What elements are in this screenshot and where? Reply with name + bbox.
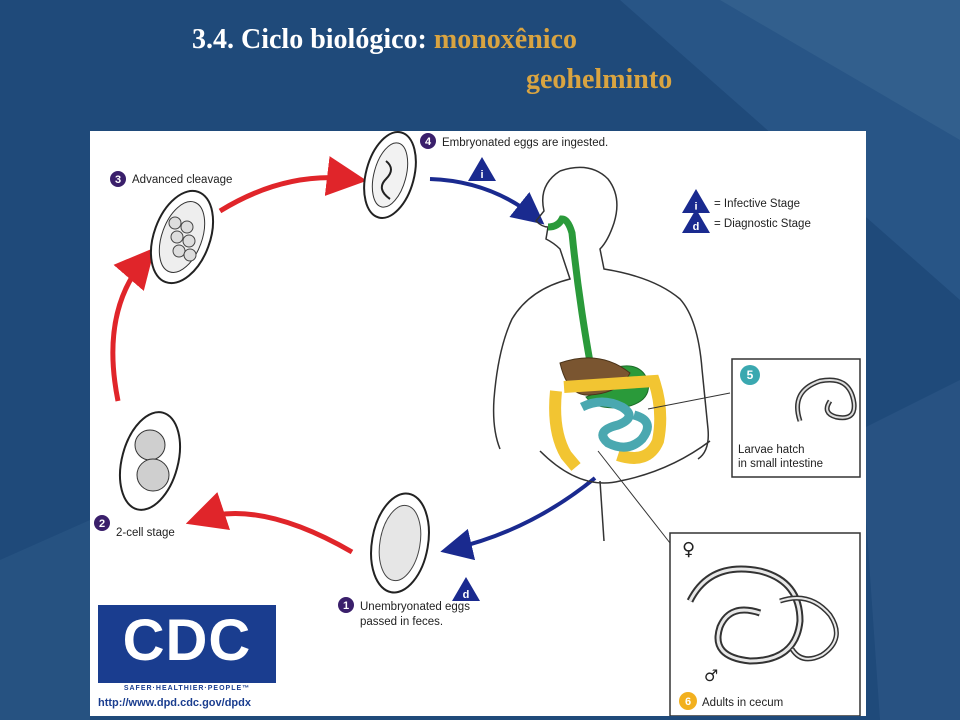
cdc-tagline: SAFER·HEALTHIER·PEOPLE™ <box>123 685 251 692</box>
svg-text:♀: ♀ <box>682 539 695 560</box>
svg-text:= Infective Stage: = Infective Stage <box>714 198 800 210</box>
title-accent-monoxenic: monoxênico <box>433 24 577 55</box>
svg-text:Unembryonated eggs: Unembryonated eggs <box>360 601 470 613</box>
svg-text:= Diagnostic Stage: = Diagnostic Stage <box>714 218 811 230</box>
arrow-1-to-2 <box>185 492 354 555</box>
arrow-host-to-1 <box>440 476 597 561</box>
title-prefix: 3.4. Ciclo biológico: <box>192 24 427 55</box>
svg-text:d: d <box>463 589 470 601</box>
svg-text:2: 2 <box>99 518 105 530</box>
svg-text:in small intestine: in small intestine <box>738 458 823 470</box>
svg-text:Adults in cecum: Adults in cecum <box>702 697 783 709</box>
stage-4-label: 4 Embryonated eggs are ingested. <box>420 133 608 149</box>
arrow-3-to-4 <box>218 156 367 214</box>
legend: i = Infective Stage d = Diagnostic Stage <box>682 189 811 233</box>
title-accent-geohelminth: geohelminto <box>526 64 673 95</box>
small-intestine <box>579 397 652 452</box>
svg-text:Advanced cleavage: Advanced cleavage <box>132 174 232 186</box>
svg-text:3: 3 <box>115 174 121 186</box>
svg-text:4: 4 <box>425 136 432 148</box>
svg-text:6: 6 <box>685 696 691 708</box>
large-intestine <box>549 374 667 471</box>
egg-stage-3 <box>149 189 215 285</box>
egg-stage-1 <box>370 492 430 594</box>
stage-1-label: 1 Unembryonated eggs passed in feces. <box>338 597 470 628</box>
diagnostic-marker: d <box>452 577 480 601</box>
svg-text:2-cell stage: 2-cell stage <box>116 527 175 539</box>
svg-text:♂: ♂ <box>704 666 718 685</box>
infective-marker: i <box>468 157 496 181</box>
arrow-4-to-host <box>429 177 545 225</box>
stage-2-label: 2 2-cell stage <box>94 515 175 539</box>
stage-3-label: 3 Advanced cleavage <box>110 171 232 187</box>
stage-5-box: 5 Larvae hatch in small intestine <box>731 358 861 478</box>
slide-title: 3.4. Ciclo biológico: monoxênico <box>192 24 577 56</box>
cdc-url: http://www.dpd.cdc.gov/dpdx <box>98 697 251 709</box>
arrow-2-to-3 <box>110 247 155 402</box>
egg-stage-2 <box>119 411 181 511</box>
cdc-logo-text: CDC <box>122 608 252 673</box>
svg-text:d: d <box>693 221 700 233</box>
svg-text:passed in feces.: passed in feces. <box>360 616 443 628</box>
svg-text:Embryonated eggs are ingested.: Embryonated eggs are ingested. <box>442 137 608 149</box>
svg-text:1: 1 <box>343 600 349 612</box>
stage-6-box: ♀ ♂ 6 Adults in cecum <box>669 532 861 716</box>
svg-text:i: i <box>480 169 483 181</box>
svg-text:5: 5 <box>747 368 754 382</box>
egg-stage-4 <box>363 131 417 219</box>
lifecycle-diagram: 3 Advanced cleavage 4 Embryonated eggs a… <box>90 131 866 716</box>
human-host-figure <box>492 166 711 542</box>
svg-text:Larvae hatch: Larvae hatch <box>738 444 805 456</box>
cdc-logo: CDC <box>98 605 276 683</box>
svg-text:i: i <box>694 201 697 213</box>
